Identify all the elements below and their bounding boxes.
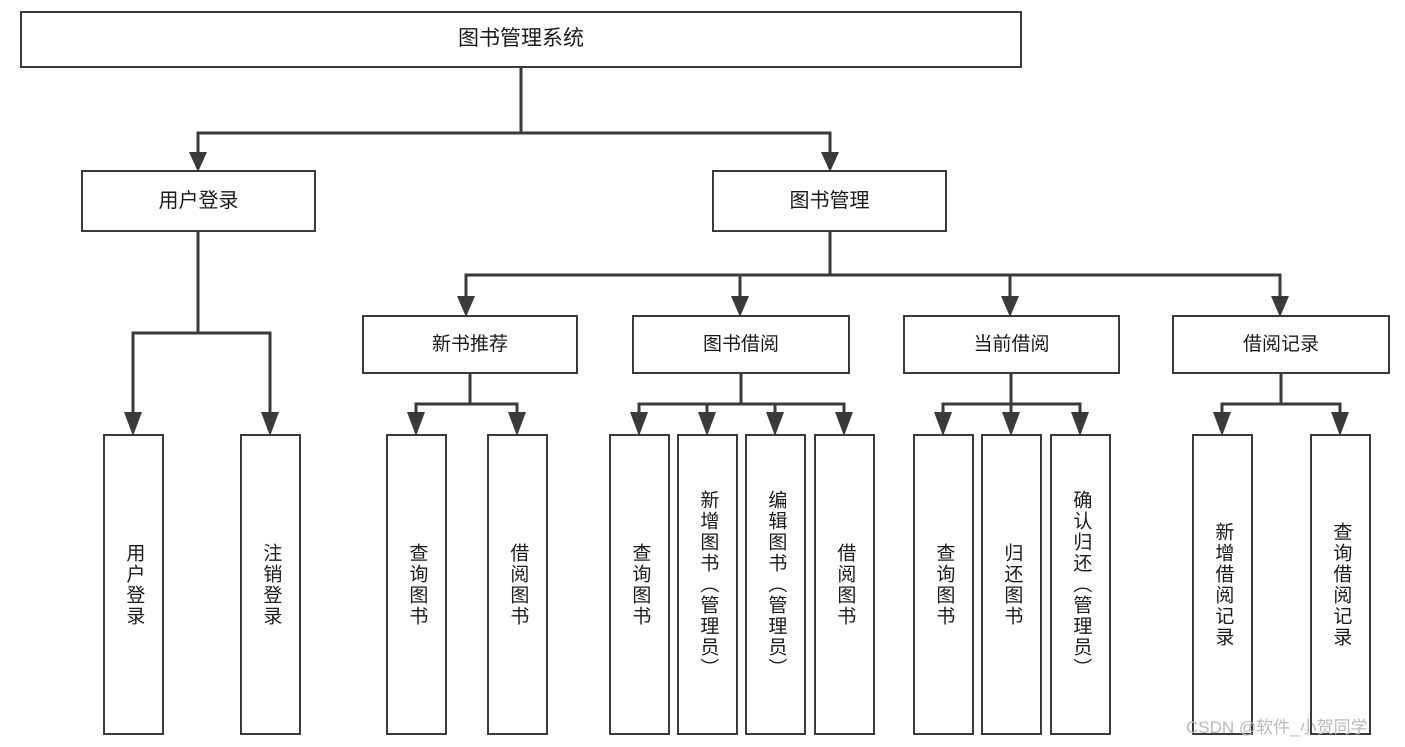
node-book-borrow[interactable]: 图书借阅: [632, 315, 850, 374]
node-label: 图书管理系统: [458, 27, 584, 51]
leaf-borrow-book[interactable]: 借阅图书: [814, 434, 875, 735]
node-label: 编辑图书（管理员）: [765, 490, 787, 679]
leaf-query-book-borrow[interactable]: 查询图书: [609, 434, 670, 735]
node-user-login[interactable]: 用户登录: [81, 170, 316, 232]
node-label: 查询图书: [629, 542, 651, 627]
leaf-user-login[interactable]: 用户登录: [103, 434, 164, 735]
leaf-query-book-newbook[interactable]: 查询图书: [386, 434, 447, 735]
node-label: 查询借阅记录: [1330, 521, 1352, 648]
leaf-edit-book-admin[interactable]: 编辑图书（管理员）: [745, 434, 806, 735]
node-current-borrow[interactable]: 当前借阅: [903, 315, 1120, 374]
leaf-logout[interactable]: 注销登录: [240, 434, 301, 735]
node-root-system[interactable]: 图书管理系统: [20, 11, 1022, 68]
node-label: 图书管理: [789, 189, 870, 212]
node-label: 借阅图书: [507, 542, 529, 627]
node-label: 用户登录: [158, 189, 239, 212]
node-label: 借阅记录: [1242, 333, 1319, 355]
leaf-query-book-current[interactable]: 查询图书: [913, 434, 974, 735]
node-borrow-record[interactable]: 借阅记录: [1172, 315, 1390, 374]
node-label: 查询图书: [933, 542, 955, 627]
node-new-book-recommend[interactable]: 新书推荐: [362, 315, 578, 374]
node-label: 用户登录: [123, 542, 145, 627]
node-label: 归还图书: [1001, 542, 1023, 627]
node-book-management[interactable]: 图书管理: [712, 170, 947, 232]
node-label: 注销登录: [260, 542, 282, 627]
node-label: 查询图书: [406, 542, 428, 627]
node-label: 当前借阅: [973, 333, 1050, 355]
leaf-query-borrow-record[interactable]: 查询借阅记录: [1310, 434, 1371, 735]
watermark: CSDN @软件_小贺同学: [1186, 718, 1368, 737]
node-label: 新书推荐: [431, 333, 508, 355]
leaf-return-book[interactable]: 归还图书: [981, 434, 1042, 735]
leaf-borrow-book-newbook[interactable]: 借阅图书: [487, 434, 548, 735]
node-label: 图书借阅: [702, 333, 779, 355]
leaf-add-book-admin[interactable]: 新增图书（管理员）: [677, 434, 738, 735]
node-label: 借阅图书: [834, 542, 856, 627]
leaf-confirm-return-admin[interactable]: 确认归还（管理员）: [1050, 434, 1111, 735]
node-label: 确认归还（管理员）: [1070, 490, 1092, 679]
node-label: 新增借阅记录: [1212, 521, 1234, 648]
node-label: 新增图书（管理员）: [697, 490, 719, 679]
leaf-add-borrow-record[interactable]: 新增借阅记录: [1192, 434, 1253, 735]
